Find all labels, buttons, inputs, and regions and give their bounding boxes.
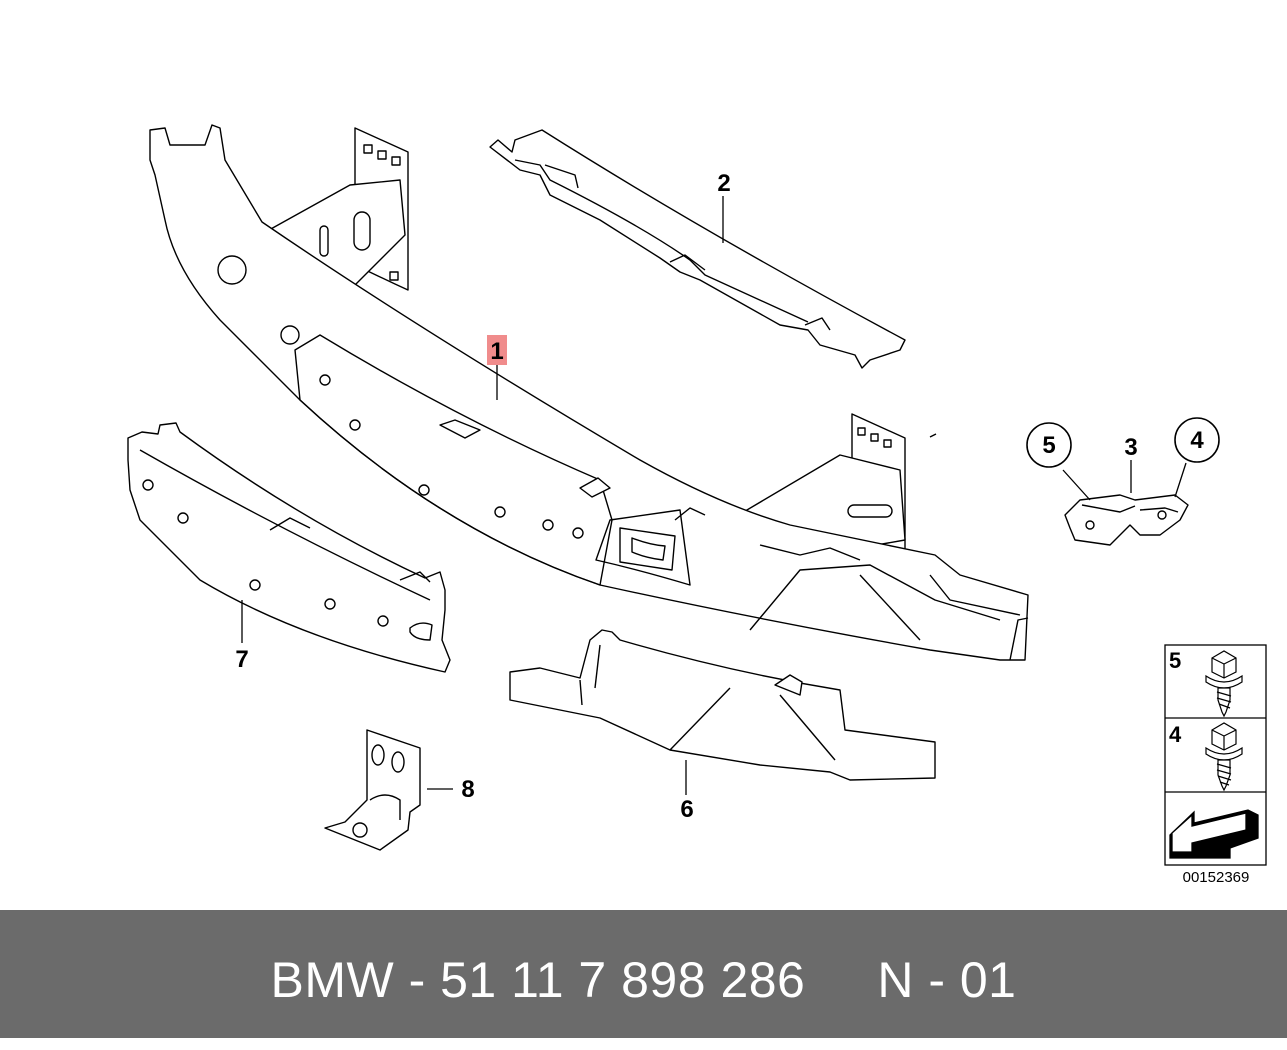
callout-label-2: 2: [717, 170, 730, 197]
hex-flange-screw-icon: [1205, 722, 1243, 792]
left-absorber-part: [127, 422, 451, 673]
callout-label-5: 5: [1042, 432, 1055, 459]
leader-line-4: [1174, 462, 1187, 498]
legend-label-4: 4: [1169, 722, 1182, 747]
clip-assembly-part: [1064, 494, 1189, 546]
diagram-number: 00152369: [1182, 869, 1250, 886]
bumper-carrier-part: [149, 124, 1029, 661]
upper-absorber-part: [489, 129, 906, 369]
callout-label-6: 6: [680, 796, 693, 823]
part-number-text: BMW - 51 11 7 898 286 N - 01: [270, 952, 1017, 1008]
angle-bracket-part: [324, 729, 421, 851]
callout-label-3: 3: [1124, 434, 1137, 461]
callout-label-7: 7: [235, 646, 248, 673]
callout-circle-4: [1174, 417, 1220, 463]
hex-flange-screw-icon: [1205, 650, 1243, 718]
callout-label-1: 1: [490, 338, 503, 365]
callout-label-4: 4: [1190, 427, 1204, 454]
leader-lines: [241, 196, 1187, 795]
legend-label-5: 5: [1169, 648, 1181, 673]
diagram-canvas: 1 2 3 4 5 6 7 8 5 4: [127, 124, 1267, 866]
highlight-box-1: [487, 335, 507, 365]
direction-arrow-icon: [1169, 809, 1259, 859]
parts-diagram: 1 2 3 4 5 6 7 8 5 4: [127, 124, 1267, 866]
callout-circle-5: [1026, 422, 1072, 468]
lower-absorber-part: [509, 629, 936, 781]
fastener-legend: 5 4: [1164, 644, 1267, 866]
callout-label-8: 8: [461, 776, 474, 803]
leader-line-5: [1062, 469, 1091, 501]
part-number-footer: BMW - 51 11 7 898 286 N - 01: [0, 910, 1287, 1038]
